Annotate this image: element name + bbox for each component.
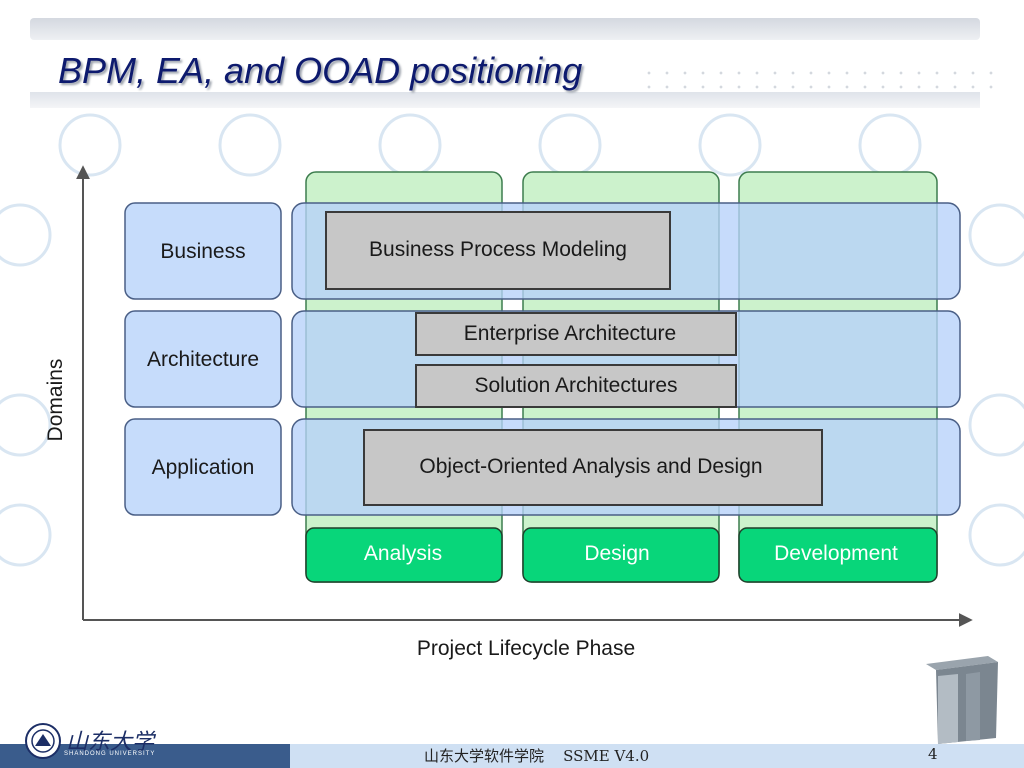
activity-label-sa: Solution Architectures <box>474 374 677 397</box>
positioning-diagram: Business Architecture Application Busine… <box>44 165 973 660</box>
activity-box-ea <box>415 312 737 356</box>
phase-labels: Analysis Design Development <box>305 527 938 583</box>
domain-label-business: Business <box>160 240 245 263</box>
university-logo-text: 山东大学 <box>66 730 155 755</box>
activity-label-bpm: Business Process Modeling <box>369 238 627 261</box>
activity-label-ea: Enterprise Architecture <box>464 322 676 345</box>
activity-box-ooad <box>363 429 823 506</box>
y-axis-label: Domains <box>44 359 67 442</box>
footer-text: 山东大学软件学院 SSME V4.0 <box>424 747 650 765</box>
domain-box-architecture <box>124 310 282 408</box>
activity-box-sa <box>415 364 737 408</box>
domain-label-architecture: Architecture <box>147 348 259 371</box>
phase-label-design: Design <box>584 542 649 565</box>
phase-label-development: Development <box>774 542 898 565</box>
slide-title: BPM, EA, and OOAD positioning <box>58 50 583 91</box>
activity-label-ooad: Object-Oriented Analysis and Design <box>419 455 762 478</box>
university-seal-icon <box>25 723 61 759</box>
phase-label-analysis: Analysis <box>364 542 442 565</box>
decorative-dots <box>640 66 1000 96</box>
domain-box-application <box>124 418 282 516</box>
page-number: 4 <box>928 745 938 763</box>
activity-boxes: Business Process Modeling Enterprise Arc… <box>325 211 823 506</box>
domain-labels: Business Architecture Application <box>124 202 282 516</box>
domain-box-business <box>124 202 282 300</box>
x-axis-label: Project Lifecycle Phase <box>417 637 635 660</box>
domain-label-application: Application <box>152 456 255 479</box>
phase-box-design <box>522 527 720 583</box>
phase-box-analysis <box>305 527 503 583</box>
title-underline-band <box>30 92 980 108</box>
lectern-icon <box>926 656 998 744</box>
header-band <box>30 18 980 40</box>
phase-box-development <box>738 527 938 583</box>
activity-box-bpm <box>325 211 671 290</box>
university-logo-subtitle: SHANDONG UNIVERSITY <box>64 751 156 757</box>
